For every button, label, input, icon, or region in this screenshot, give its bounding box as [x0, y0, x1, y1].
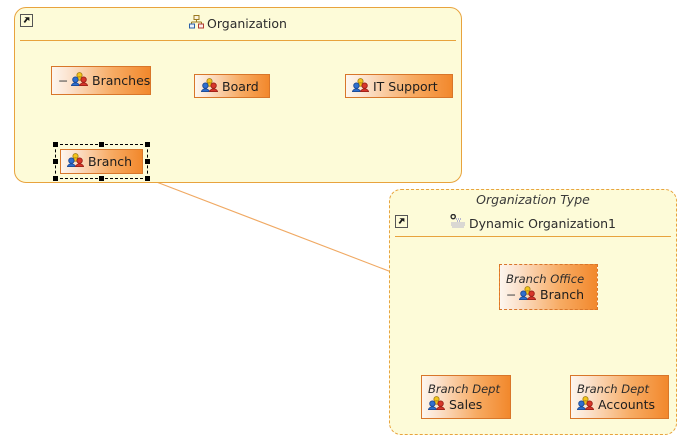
- group-of-people-icon: [518, 285, 537, 303]
- panel-organization-type-title-row: Dynamic Organization1: [389, 213, 677, 233]
- node-branches-expander[interactable]: −: [58, 73, 69, 88]
- node-sales-classifier: Branch Dept: [428, 381, 500, 396]
- node-branch-office[interactable]: Branch Office − Branch: [499, 264, 598, 310]
- node-sales[interactable]: Branch Dept Sales: [421, 375, 511, 419]
- panel-organization-type-divider: [395, 236, 671, 237]
- node-branch-office-expander[interactable]: −: [506, 286, 517, 302]
- collapse-arrow-icon-organization-type[interactable]: [395, 215, 408, 228]
- panel-organization-title-row: Organization: [14, 14, 462, 33]
- node-branch-office-classifier: Branch Office: [506, 271, 585, 286]
- selection-handle-w[interactable]: [53, 159, 58, 164]
- panel-organization-divider: [20, 40, 456, 41]
- selection-handle-s[interactable]: [99, 176, 104, 181]
- org-chart-icon: [189, 14, 205, 33]
- node-branch[interactable]: Branch: [60, 149, 143, 174]
- node-branch-office-label: Branch: [540, 286, 585, 302]
- node-branches-label: Branches: [92, 73, 151, 88]
- dynamic-org-chart-icon: [450, 213, 466, 233]
- node-accounts-label: Accounts: [598, 396, 655, 412]
- connector-branch-to-organization-type[interactable]: [145, 177, 395, 274]
- panel-organization-type-title: Dynamic Organization1: [469, 216, 616, 231]
- node-branches[interactable]: − Branches: [51, 66, 151, 95]
- node-sales-label: Sales: [449, 396, 483, 412]
- group-of-people-icon: [200, 77, 219, 95]
- group-of-people-icon: [351, 77, 370, 95]
- group-of-people-icon: [427, 395, 446, 413]
- selection-handle-sw[interactable]: [53, 176, 58, 181]
- selection-handle-se[interactable]: [145, 176, 150, 181]
- panel-organization-type-stereotype: Organization Type: [476, 192, 590, 207]
- node-board-label: Board: [222, 78, 259, 94]
- group-of-people-icon: [576, 395, 595, 413]
- group-of-people-icon: [66, 153, 85, 170]
- node-it-support[interactable]: IT Support: [345, 74, 453, 98]
- node-branch-label: Branch: [88, 154, 133, 169]
- selection-handle-n[interactable]: [99, 142, 104, 147]
- selection-frame-branch: [55, 144, 148, 179]
- selection-handle-nw[interactable]: [53, 142, 58, 147]
- node-it-support-label: IT Support: [373, 78, 438, 94]
- selection-handle-e[interactable]: [145, 159, 150, 164]
- node-accounts-classifier: Branch Dept: [577, 381, 649, 396]
- panel-organization-title: Organization: [207, 16, 287, 31]
- node-accounts[interactable]: Branch Dept Accounts: [570, 375, 669, 419]
- selection-handle-ne[interactable]: [145, 142, 150, 147]
- node-board[interactable]: Board: [194, 74, 270, 98]
- collapse-arrow-icon-organization[interactable]: [20, 14, 33, 27]
- group-of-people-icon: [70, 72, 89, 89]
